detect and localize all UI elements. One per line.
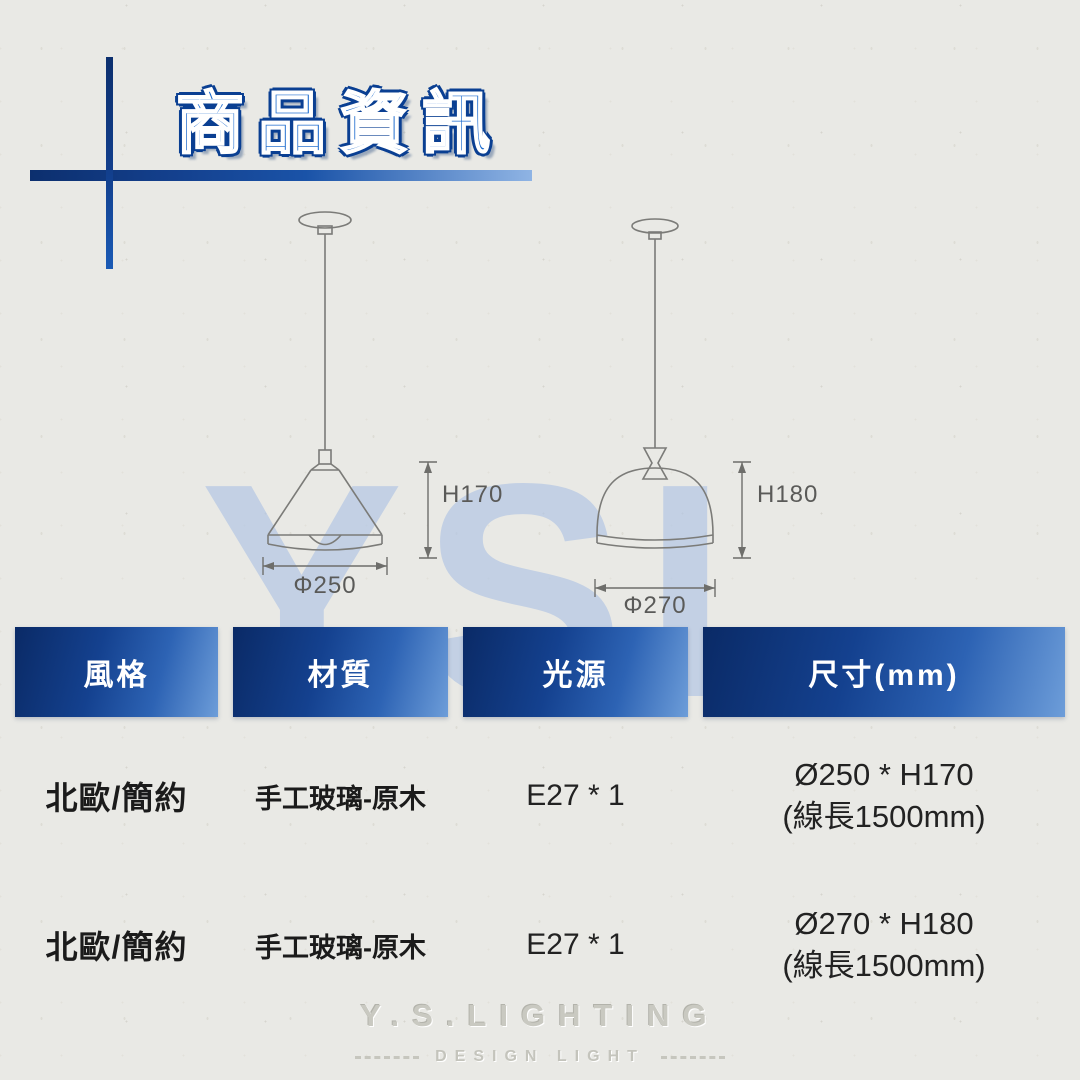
lamp2-fixture xyxy=(596,218,714,549)
dome-pendant-lamp-drawing xyxy=(594,218,751,597)
title-horizontal-accent-line xyxy=(30,170,532,181)
row1-style: 北歐/簡約 xyxy=(45,780,188,816)
title-vertical-accent-line xyxy=(106,57,113,269)
lamp2-diameter-label: Φ270 xyxy=(623,592,687,619)
lamp1-height-dimension-line xyxy=(419,461,437,559)
row1-material: 手工玻璃-原木 xyxy=(255,783,426,814)
lamp2-height-dimension-line xyxy=(733,461,751,559)
row2-light-source: E27 * 1 xyxy=(526,928,625,961)
lamp1-height-label: H170 xyxy=(442,481,504,508)
tagline-dash-right xyxy=(660,1055,725,1059)
row1-size-value: Ø250 * H170 xyxy=(794,757,974,793)
cone-pendant-lamp-drawing xyxy=(262,211,437,575)
page-title: 商品資訊 xyxy=(175,85,505,163)
lamp2-height-label: H180 xyxy=(757,481,819,508)
header-light-source: 光源 xyxy=(463,627,688,717)
brand-tagline-row: DESIGN LIGHT xyxy=(355,1048,725,1066)
row2-size-value: Ø270 * H180 xyxy=(794,906,974,942)
lamp1-diameter-label: Φ250 xyxy=(293,572,357,599)
header-material: 材質 xyxy=(233,627,448,717)
spec-table: 風格 材質 光源 尺寸(mm) 北歐/簡約 手工玻璃-原木 E27 * 1 Ø2… xyxy=(15,627,1065,1015)
brand-tagline: DESIGN LIGHT xyxy=(435,1048,645,1065)
brand-logo-text: Y.S.LIGHTING xyxy=(360,998,720,1033)
row1-size: Ø250 * H170 (線長1500mm) xyxy=(703,717,1065,875)
footer: Y.S.LIGHTING DESIGN LIGHT xyxy=(0,998,1080,1066)
header-style: 風格 xyxy=(15,627,218,717)
row2-size: Ø270 * H180 (線長1500mm) xyxy=(703,875,1065,1015)
row2-style: 北歐/簡約 xyxy=(45,929,188,965)
lamp1-fixture xyxy=(267,211,383,551)
lamp1-diameter-dimension-line xyxy=(262,557,388,575)
row2-size-note: (線長1500mm) xyxy=(782,948,986,983)
tagline-dash-left xyxy=(355,1055,420,1059)
row2-material: 手工玻璃-原木 xyxy=(255,932,426,963)
header-size: 尺寸(mm) xyxy=(703,627,1065,717)
row1-size-note: (線長1500mm) xyxy=(782,799,986,834)
lamp2-diameter-dimension-line xyxy=(594,579,716,597)
row1-light-source: E27 * 1 xyxy=(526,779,625,812)
